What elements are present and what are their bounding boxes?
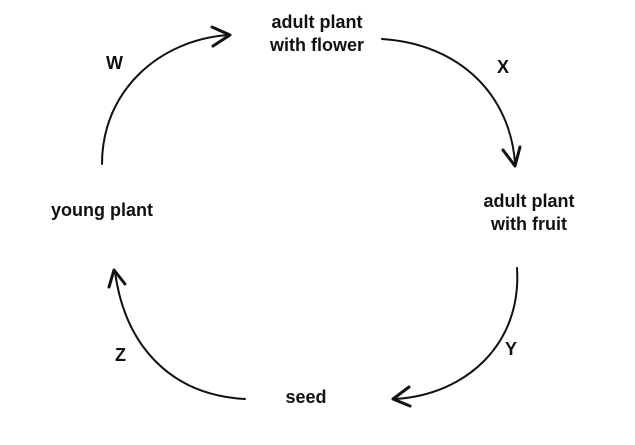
arrow-label-w: W <box>106 53 123 73</box>
stage-adult-flower-line-2: with flower <box>270 35 364 55</box>
stage-adult-plant-with-fruit: adult plant with fruit <box>459 190 599 236</box>
stage-adult-flower-line-1: adult plant <box>271 12 363 32</box>
arrow-label-y: Y <box>505 339 518 359</box>
arrow-z <box>114 271 246 400</box>
arrow-x-head <box>501 145 522 168</box>
arrow-y <box>394 267 519 400</box>
stage-adult-plant-with-flower: adult plant with flower <box>247 11 387 57</box>
arrow-z-head <box>107 268 127 289</box>
arrow-w-head <box>210 25 232 48</box>
arrow-w <box>101 34 229 165</box>
stage-young-plant-line-1: young plant <box>51 200 153 220</box>
arrow-label-x: X <box>497 57 510 77</box>
stage-seed-line-1: seed <box>285 387 327 407</box>
stage-young-plant: young plant <box>42 199 162 222</box>
stage-adult-fruit-line-2: with fruit <box>491 214 567 234</box>
arrow-y-head <box>391 385 412 408</box>
stage-adult-fruit-line-1: adult plant <box>483 191 575 211</box>
arrow-label-z: Z <box>115 345 126 365</box>
arrow-x <box>381 38 516 164</box>
stage-seed: seed <box>266 386 346 409</box>
